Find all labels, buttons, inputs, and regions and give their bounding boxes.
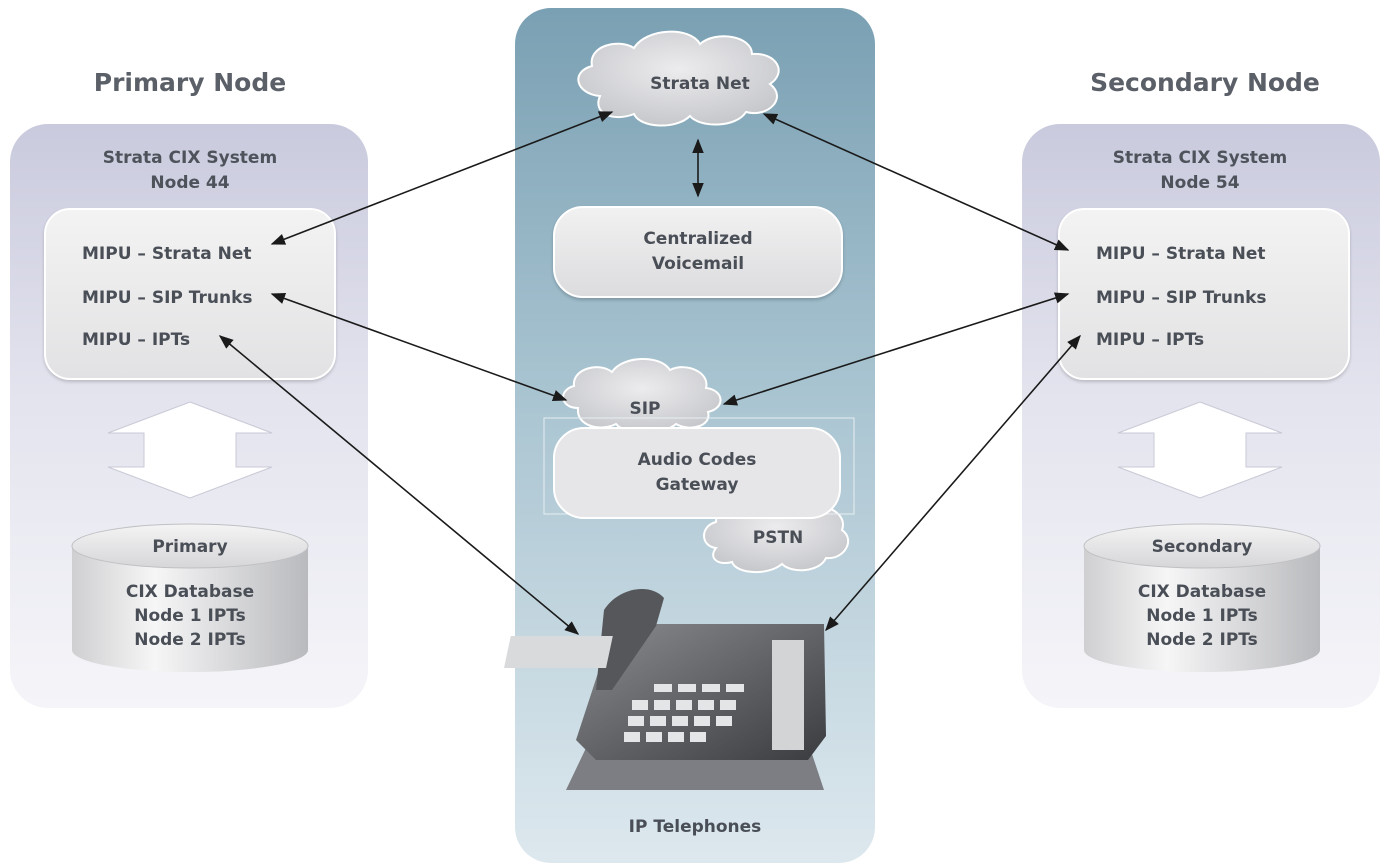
arrow-secondary-strata-net [762,113,1070,251]
secondary-mipu-sip-trunks: MIPU – SIP Trunks [1096,288,1267,308]
secondary-database-cylinder [1083,523,1321,672]
primary-node-title: Primary Node [93,68,287,97]
primary-db-line2: Node 1 IPTs [134,606,246,626]
voicemail-line2: Voicemail [651,254,745,274]
strata-net-cloud [577,30,780,127]
secondary-system-name: Strata CIX System [1112,148,1288,168]
secondary-db-line1: CIX Database [1137,582,1267,602]
primary-mipu-strata-net: MIPU – Strata Net [82,244,252,264]
secondary-db-line2: Node 1 IPTs [1146,606,1258,626]
primary-system-title: Strata CIX System Node 44 [60,146,320,196]
audio-codes-gateway-label: Audio Codes Gateway [554,448,840,498]
primary-database-contents: CIX Database Node 1 IPTs Node 2 IPTs [90,580,290,652]
sip-cloud [562,357,722,434]
secondary-database-contents: CIX Database Node 1 IPTs Node 2 IPTs [1102,580,1302,652]
secondary-mipu-box: MIPU – Strata Net MIPU – SIP Trunks MIPU… [1058,208,1350,380]
secondary-db-line3: Node 2 IPTs [1146,630,1258,650]
secondary-mipu-strata-net: MIPU – Strata Net [1096,244,1266,264]
secondary-node-title: Secondary Node [1090,68,1320,97]
gateway-line2: Gateway [655,475,739,495]
centralized-voicemail-box: Centralized Voicemail [553,206,843,298]
primary-mipu-sip-trunks: MIPU – SIP Trunks [82,288,253,308]
pstn-label: PSTN [752,528,804,548]
connection-arrows [218,111,1081,635]
primary-database-label: Primary [152,537,228,557]
arrow-primary-ip-phone [218,335,580,635]
arrow-secondary-ip-phone [825,334,1081,632]
gateway-line1: Audio Codes [637,450,757,470]
arrow-primary-strata-net [270,111,614,245]
ip-phone-icon [504,588,826,790]
secondary-system-title: Strata CIX System Node 54 [1070,146,1330,196]
arrow-secondary-sip [722,292,1070,406]
primary-system-name: Strata CIX System [102,148,278,168]
strata-net-label: Strata Net [650,74,750,94]
ip-telephones-label: IP Telephones [628,817,762,837]
secondary-database-label: Secondary [1151,537,1253,557]
secondary-sync-arrow [1117,401,1283,499]
primary-db-line3: Node 2 IPTs [134,630,246,650]
secondary-mipu-ipts: MIPU – IPTs [1096,330,1205,350]
arrow-primary-sip [270,292,568,402]
primary-mipu-ipts: MIPU – IPTs [82,330,191,350]
voicemail-line1: Centralized [643,229,753,249]
primary-db-line1: CIX Database [125,582,255,602]
secondary-system-node: Node 54 [1160,173,1240,193]
primary-sync-arrow [107,401,273,499]
primary-system-node: Node 44 [150,173,230,193]
sip-label: SIP [629,399,661,419]
